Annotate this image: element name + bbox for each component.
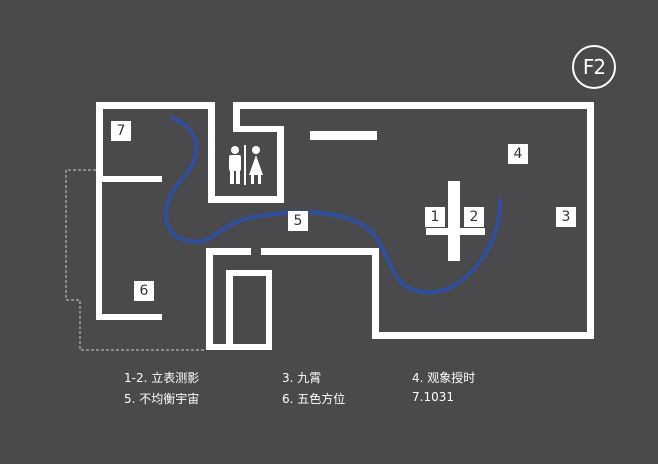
legend-item-5: 5. 不均衡宇宙	[124, 392, 200, 406]
zone-4-marker: 4	[508, 144, 528, 164]
restroom-icon	[223, 140, 269, 188]
legend-item-1-2: 1-2. 立表测影	[124, 371, 200, 385]
zone-2-marker: 2	[464, 207, 484, 227]
zone-6-marker: 6	[134, 281, 154, 301]
legend-item-7: 7.1031	[412, 390, 454, 404]
visitor-route	[164, 116, 503, 295]
dashed-outline	[65, 169, 206, 351]
zone-3-marker: 3	[556, 207, 576, 227]
zone-7-marker: 7	[111, 121, 131, 141]
floor-badge: F2	[572, 45, 616, 89]
legend-item-3: 3. 九霄	[282, 371, 322, 385]
legend-item-4: 4. 观象授时	[412, 371, 476, 385]
zone-5-marker: 5	[288, 211, 308, 231]
walls	[96, 102, 594, 350]
zone-1-marker: 1	[425, 207, 445, 227]
legend-item-6: 6. 五色方位	[282, 392, 346, 406]
